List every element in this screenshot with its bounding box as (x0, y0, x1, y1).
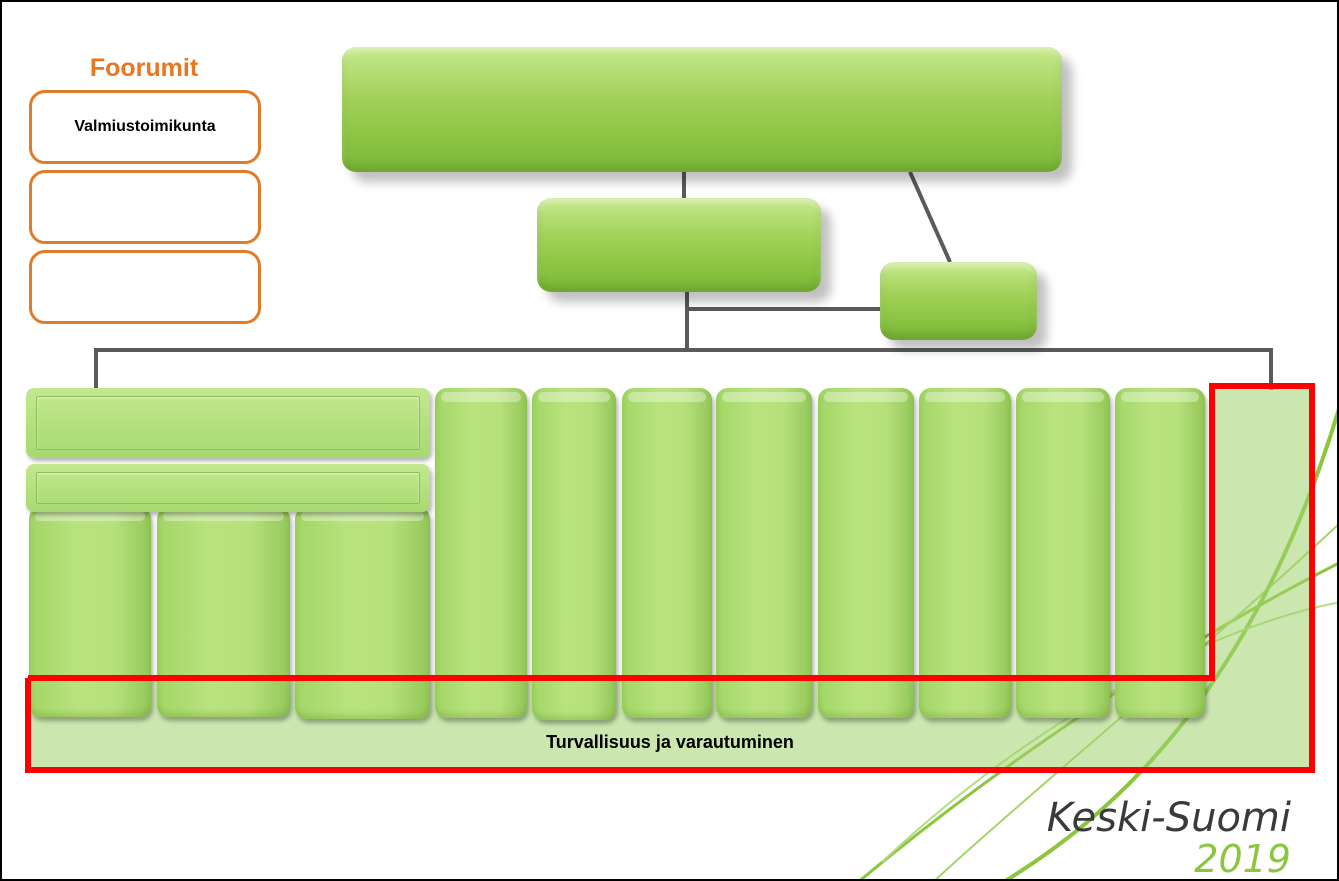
forum-box-2 (29, 170, 261, 244)
connector-mid-down (685, 292, 689, 352)
connector-left-drop (94, 348, 98, 388)
unit-column (919, 388, 1011, 718)
unit-column (818, 388, 914, 718)
unit-bar-2 (26, 464, 430, 512)
unit-column (435, 388, 527, 718)
unit-column (1115, 388, 1205, 718)
connector-horizontal (94, 348, 1273, 352)
unit-column (622, 388, 712, 718)
forum-box-3 (29, 250, 261, 324)
unit-column (532, 388, 616, 720)
connector-top-to-mid (682, 172, 686, 200)
unit-column (295, 507, 430, 719)
connector-top-to-small (908, 171, 952, 263)
band-right-highlight (1212, 384, 1312, 770)
unit-column (716, 388, 812, 718)
connector-right-drop (1269, 348, 1273, 390)
org-small-box (880, 262, 1037, 340)
org-top-box (342, 47, 1062, 172)
band-label: Turvallisuus ja varautuminen (546, 732, 794, 752)
unit-bar-1 (26, 388, 430, 458)
forum-box-1: Valmiustoimikunta (29, 90, 261, 164)
brand-name: Keski-Suomi (1046, 795, 1291, 841)
unit-column (157, 507, 290, 717)
brand-year: 2019 (1194, 837, 1291, 881)
connector-mid-to-small (688, 307, 884, 311)
unit-column (1016, 388, 1110, 718)
brand-logo: Keski-Suomi 2019 (1047, 798, 1291, 878)
org-mid-box (537, 198, 821, 292)
unit-column (29, 507, 151, 717)
forums-title: Foorumit (89, 54, 199, 82)
